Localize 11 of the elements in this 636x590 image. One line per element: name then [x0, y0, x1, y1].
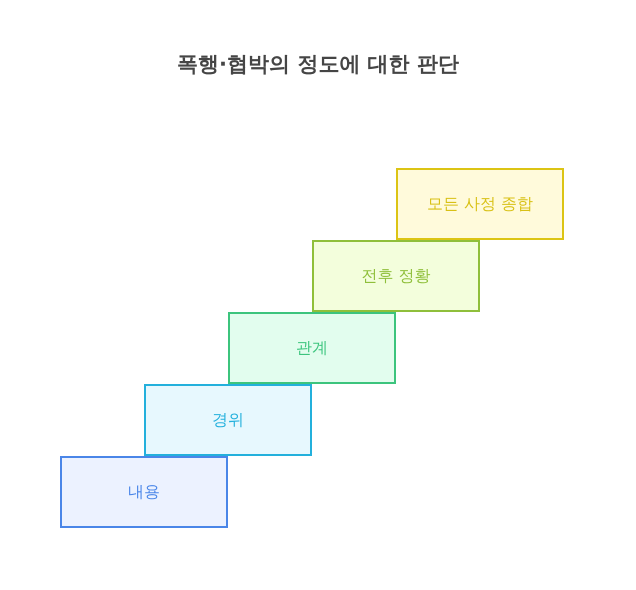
diagram-title: 폭행·협박의 정도에 대한 판단 — [177, 51, 459, 78]
step-box — [312, 240, 480, 312]
step-box — [228, 312, 396, 384]
step-box — [396, 168, 564, 240]
step-label: 경위 — [212, 410, 244, 430]
step-label: 모든 사정 종합 — [426, 194, 534, 214]
step-box — [60, 456, 228, 528]
step-label: 관계 — [296, 338, 328, 358]
step-label: 전후 정황 — [361, 266, 431, 286]
step-label: 내용 — [128, 482, 160, 502]
step-box — [144, 384, 312, 456]
